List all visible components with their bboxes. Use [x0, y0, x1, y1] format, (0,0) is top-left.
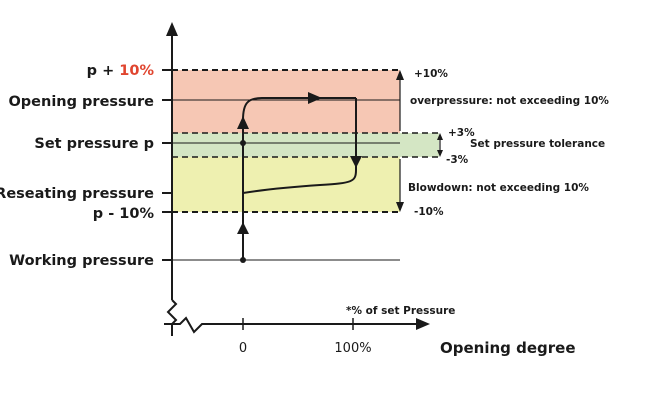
reseating-path-curve [242, 169, 357, 194]
x-axis-arrow-icon [416, 318, 430, 330]
tolerance-dim-arrow-up-icon [437, 133, 443, 140]
tolerance-dim-arrow-down-icon [437, 150, 443, 157]
working-pressure-label: Working pressure [9, 253, 154, 269]
x-tick-label-100: 100% [334, 341, 371, 356]
p-plus-10-label: p + 10% [87, 63, 155, 79]
blowdown-zone [172, 157, 400, 212]
blowdown-label: Blowdown: not exceeding 10% [408, 182, 589, 194]
blowdown-dim-arrow-icon [396, 202, 404, 212]
working-point [240, 257, 246, 263]
up-arrow-icon-lower [237, 222, 249, 234]
up-arrow-icon-upper [237, 116, 249, 129]
set-point [240, 140, 246, 146]
minus-10-label: -10% [414, 206, 444, 218]
plus-10-label: +10% [414, 68, 448, 80]
p-minus-10-label: p - 10% [93, 206, 155, 222]
overpressure-label: overpressure: not exceeding 10% [410, 95, 609, 107]
reseating-pressure-label: Reseating pressure [0, 186, 154, 202]
tolerance-label: Set pressure tolerance [470, 138, 605, 150]
set-pressure-label: Set pressure p [34, 136, 154, 152]
tolerance-zone [172, 133, 439, 157]
x-axis-break [164, 316, 206, 334]
x-tick-label-0: 0 [239, 341, 247, 356]
right-arrow-icon [308, 92, 322, 104]
opening-path-curve [242, 97, 356, 121]
down-arrow-icon [350, 156, 362, 168]
x-axis-label: Opening degree [440, 339, 576, 357]
footnote: *% of set Pressure [346, 305, 455, 317]
plus-3-label: +3% [448, 127, 475, 139]
overpressure-zone [172, 70, 400, 133]
opening-pressure-label: Opening pressure [8, 94, 154, 110]
y-axis-arrow-icon [166, 22, 178, 36]
y-axis-break [166, 299, 178, 336]
overpressure-dim-arrow-icon [396, 70, 404, 80]
minus-3-label: -3% [446, 154, 469, 166]
